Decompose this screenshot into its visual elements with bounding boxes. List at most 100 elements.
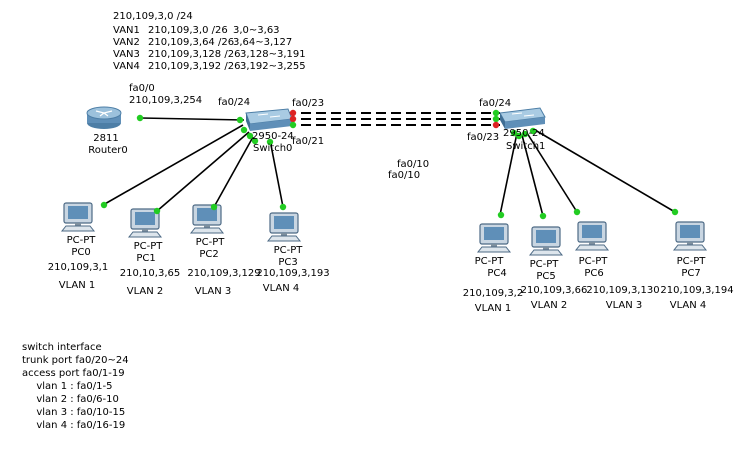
pc-name-label: PC2 [199, 249, 219, 260]
port-dot [671, 208, 679, 216]
pc-name-label: PC7 [681, 268, 701, 279]
note-line: access port fa0/1-19 [22, 368, 125, 379]
port-dot [521, 130, 529, 138]
pc-type-label: PC-PT [529, 259, 559, 270]
link-switch1-pc4 [499, 132, 518, 216]
network-address: 210,109,3,0 /24 [113, 11, 193, 22]
pc-ip-label: 210,109,3,130 [586, 285, 660, 296]
pc-icon[interactable] [528, 226, 564, 256]
link-switch1-pc6 [526, 132, 578, 213]
note-line: vlan 1 : fa0/1-5 [30, 381, 113, 392]
pc-ip-label: 210,109,3,2 [462, 288, 524, 299]
link-switch0-pc1 [156, 131, 250, 212]
pc-type-label: PC-PT [273, 245, 303, 256]
pc-name-label: PC1 [136, 253, 156, 264]
pc-vlan-label: VLAN 4 [669, 300, 707, 311]
vlan-subnet: 210,109,3,192 /26 [148, 61, 241, 72]
port-dot [492, 115, 500, 123]
note-line: vlan 2 : fa0/6-10 [30, 394, 119, 405]
pc-name-label: PC4 [487, 268, 507, 279]
switch1-icon[interactable] [499, 107, 546, 129]
port-dot [251, 137, 259, 145]
pc-icon[interactable] [60, 202, 96, 232]
pc-type-label: PC-PT [66, 235, 96, 246]
link-switch0-pc0 [102, 124, 244, 206]
link-switch1-pc7 [534, 129, 676, 213]
switch0-model-label: 2950-24 [252, 131, 294, 142]
trunk-note: fa0/10 [388, 170, 421, 181]
pc-icon[interactable] [476, 223, 512, 253]
pc-icon[interactable] [266, 212, 302, 242]
port-dot [529, 127, 537, 135]
pc-ip-label: 210,109,3,194 [660, 285, 734, 296]
pc-icon[interactable] [672, 221, 708, 251]
pc-name-label: PC0 [71, 247, 91, 258]
vlan-range: 3,64~3,127 [233, 37, 293, 48]
pc-ip-label: 210,109,3,1 [47, 262, 109, 273]
router-model-label: 2811 [93, 133, 119, 144]
link-switch0-pc2 [213, 136, 254, 208]
vlan-subnet: 210,109,3,128 /26 [148, 49, 241, 60]
pc-ip-label: 210,109,3,193 [256, 268, 330, 279]
router-interface-label: fa0/0 [129, 83, 155, 94]
port-dot [497, 211, 505, 219]
links [102, 117, 676, 217]
note-line: vlan 4 : fa0/16-19 [30, 420, 126, 431]
pc-type-label: PC-PT [474, 256, 504, 267]
port-dot [153, 207, 161, 215]
port-dot [289, 109, 297, 117]
port-dot [539, 212, 547, 220]
port-dot [492, 121, 500, 129]
switch1-port-label: fa0/24 [479, 98, 512, 109]
pc-vlan-label: VLAN 1 [474, 303, 512, 314]
note-line: vlan 3 : fa0/10-15 [30, 407, 126, 418]
port-dot [289, 121, 297, 129]
pc-vlan-label: VLAN 4 [262, 283, 300, 294]
pc-type-label: PC-PT [578, 256, 608, 267]
router-icon[interactable] [86, 106, 122, 129]
port-dot [136, 114, 144, 122]
pc-vlan-label: VLAN 3 [194, 286, 232, 297]
switch0-port-label: fa0/23 [292, 98, 325, 109]
pc-name-label: PC3 [278, 257, 298, 268]
pc-vlan-label: VLAN 3 [605, 300, 643, 311]
link-switch1-pc5 [521, 134, 544, 217]
note-line: trunk port fa0/20~24 [22, 355, 129, 366]
vlan-name: VAN4 [113, 61, 140, 72]
port-dot [573, 208, 581, 216]
pc-ip-label: 210,10,3,65 [119, 268, 181, 279]
port-dot [240, 126, 248, 134]
pc-name-label: PC5 [536, 271, 556, 282]
switch0-name-label: Switch0 [253, 143, 293, 154]
pc-type-label: PC-PT [676, 256, 706, 267]
port-dot [100, 201, 108, 209]
switch0-port-label: fa0/24 [218, 97, 251, 108]
switch0-port-label: fa0/21 [292, 136, 325, 147]
port-dot [210, 203, 218, 211]
trunk-links [286, 112, 500, 126]
link-router-switch0 [140, 117, 245, 121]
port-dot [289, 115, 297, 123]
pc-ip-label: 210,109,3,66 [520, 285, 588, 296]
vlan-name: VAN1 [113, 25, 140, 36]
vlan-name: VAN2 [113, 37, 140, 48]
pc-icon[interactable] [189, 204, 225, 234]
switch1-model-label: 2950-24 [503, 128, 545, 139]
vlan-range: 3,128~3,191 [240, 49, 306, 60]
port-dot [236, 116, 244, 124]
vlan-range: 3,192~3,255 [240, 61, 306, 72]
port-indicators [100, 109, 679, 220]
trunk-note: fa0/10 [397, 159, 430, 170]
pc-vlan-label: VLAN 2 [530, 300, 568, 311]
pc-name-label: PC6 [584, 268, 604, 279]
pc-icon[interactable] [574, 221, 610, 251]
note-line: switch interface [22, 342, 102, 353]
pc-icon[interactable] [127, 208, 163, 238]
pc-type-label: PC-PT [133, 241, 163, 252]
pc-ip-label: 210,109,3,129 [187, 268, 261, 279]
port-dot [246, 132, 254, 140]
port-dot [510, 129, 518, 137]
port-dot [492, 109, 500, 117]
link-switch0-pc3 [269, 139, 284, 208]
switch0-icon[interactable] [245, 108, 293, 131]
